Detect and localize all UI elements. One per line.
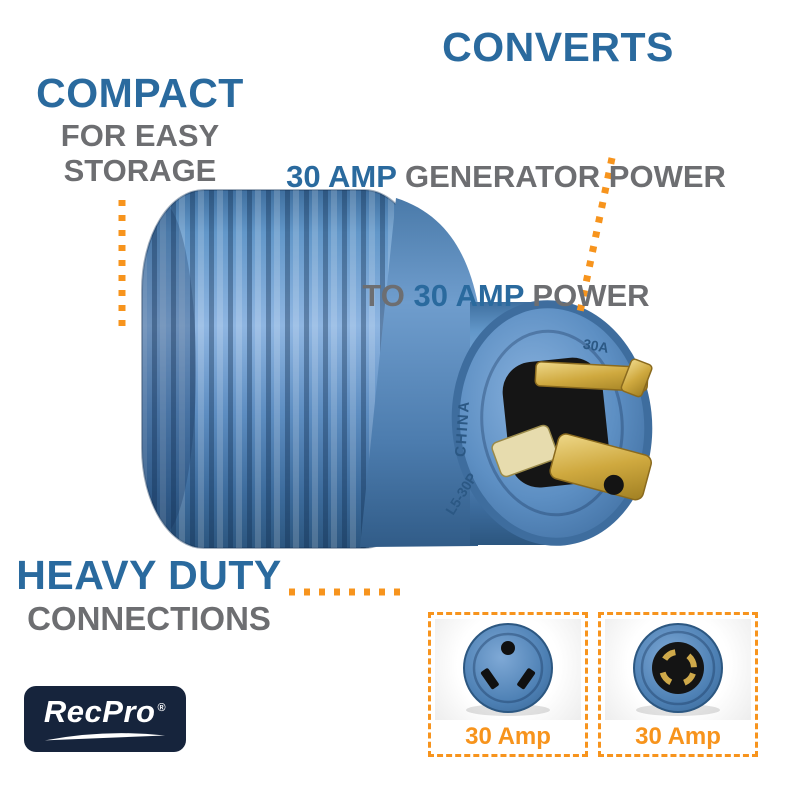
inset-30amp-twistlock: 30 Amp (598, 612, 758, 757)
brass-blade-left (491, 424, 559, 478)
logo-text: RecPro® (44, 696, 166, 727)
converts-line2-rest: POWER (523, 278, 650, 314)
adapter-shoulder (360, 198, 478, 547)
receptacle-face-image (463, 622, 553, 716)
twistlock-insert (652, 641, 704, 694)
converts-title: CONVERTS (442, 24, 674, 70)
converts-line1-accent: 30 AMP (286, 159, 397, 195)
converts-line1-rest: GENERATOR POWER (396, 159, 726, 195)
ground-hole (501, 640, 515, 655)
inset-label-receptacle: 30 Amp (465, 723, 551, 750)
brass-blade-bottom (549, 433, 652, 501)
adapter-plug-face: CHINA 30A L5-30P (442, 300, 653, 546)
converts-line2-pre: TO (362, 278, 414, 314)
compact-line2: STORAGE (63, 152, 217, 188)
converts-callout: 30 AMP GENERATOR POWER TO 30 AMP POWER (286, 78, 726, 395)
logo-brand: RecPro (43, 694, 156, 729)
heavy-duty-title: HEAVY DUTY (16, 552, 282, 598)
leader-lines (118, 157, 616, 596)
slot-left (480, 667, 499, 689)
brass-blade-top (534, 358, 653, 398)
inset-receptacle-photo (435, 619, 581, 720)
converts-leader-line (576, 157, 616, 313)
slot-right (517, 667, 536, 689)
inset-twistlock-photo (605, 619, 751, 720)
converts-line2-accent: 30 AMP (413, 278, 524, 314)
compact-title: COMPACT (36, 70, 244, 116)
marking-country: CHINA (452, 399, 473, 458)
inset-label-twistlock: 30 Amp (635, 723, 721, 750)
logo-swoosh (44, 733, 166, 741)
heavy-duty-subtitle: CONNECTIONS (27, 600, 271, 638)
marking-rating: 30A (582, 336, 610, 356)
twistlock-slots (659, 648, 697, 687)
converts-line2: TO 30 AMP POWER (286, 276, 726, 316)
twistlock-face-image (633, 622, 723, 716)
compact-callout: COMPACT FOR EASY STORAGE (28, 70, 252, 188)
inset-30amp-receptacle: 30 Amp (428, 612, 588, 757)
heavy-duty-callout: HEAVY DUTY CONNECTIONS (6, 552, 292, 638)
recpro-logo: RecPro® (24, 686, 186, 752)
converts-line1: 30 AMP GENERATOR POWER (286, 157, 726, 197)
logo-registered-mark: ® (157, 701, 167, 714)
compact-line1: FOR EASY (60, 118, 220, 154)
